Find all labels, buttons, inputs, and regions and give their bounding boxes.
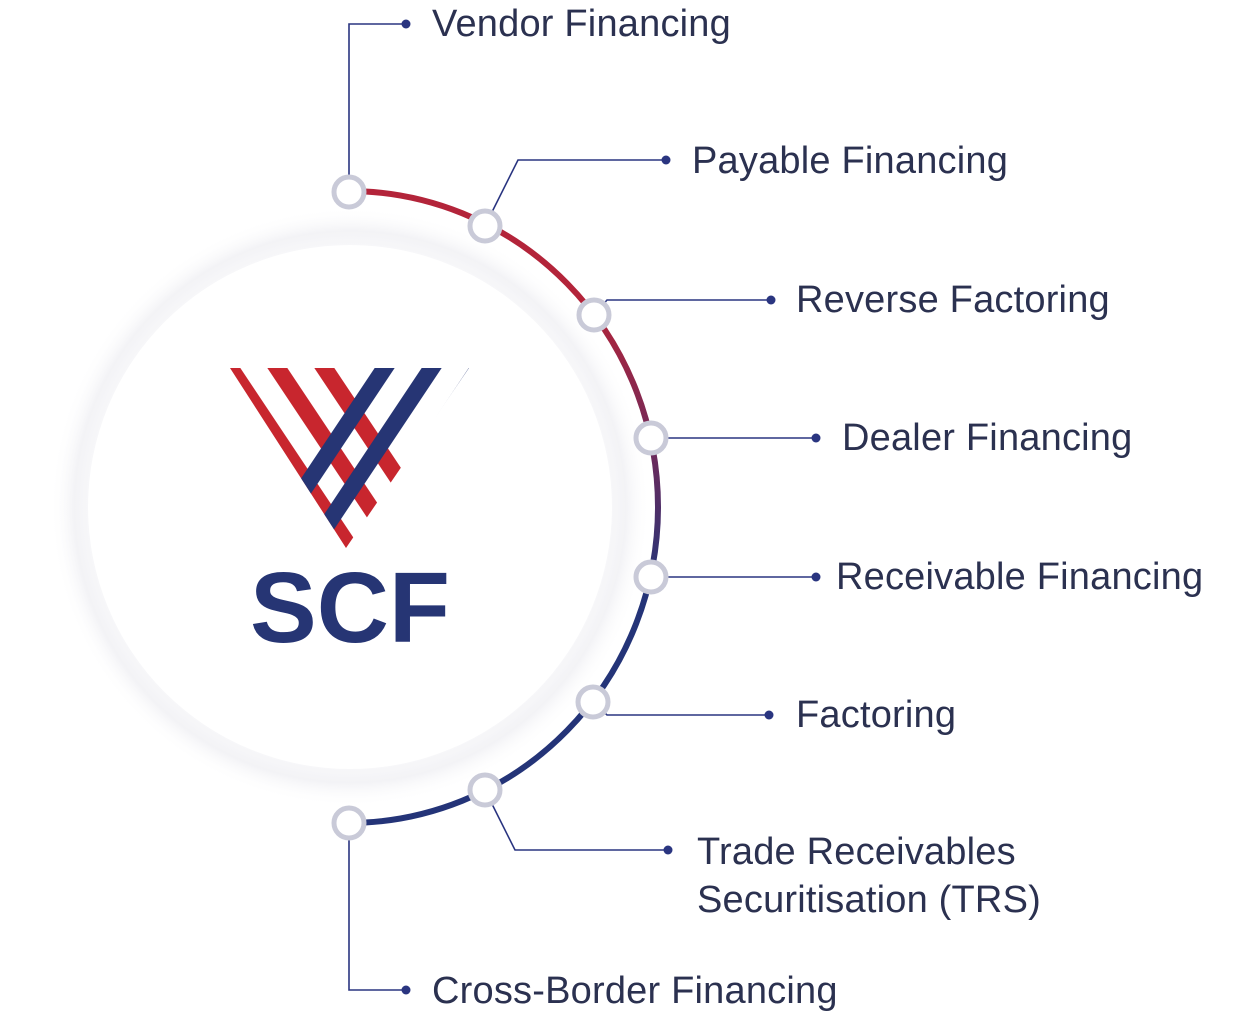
connector-dot-reverse-factoring xyxy=(766,295,776,305)
connector-lines xyxy=(348,19,821,995)
label-line: Vendor Financing xyxy=(432,3,731,45)
connector-dot-factoring xyxy=(764,710,774,720)
label-vendor-financing: Vendor Financing xyxy=(432,0,731,48)
label-line: Factoring xyxy=(796,694,957,736)
connector-dot-payable-financing xyxy=(661,155,671,165)
label-factoring: Factoring xyxy=(796,691,956,739)
node-dealer-financing xyxy=(633,420,669,456)
node-vendor-financing xyxy=(331,174,367,210)
connector-vendor-financing xyxy=(348,23,406,192)
logo-text: SCF xyxy=(250,552,450,664)
connector-dot-trade-receivables-securitisation xyxy=(663,845,673,855)
connector-factoring xyxy=(592,701,769,716)
label-line: Trade Receivables xyxy=(697,831,1016,873)
arc-nodes xyxy=(331,174,669,841)
label-line: Payable Financing xyxy=(692,140,1009,182)
connector-dot-cross-border-financing xyxy=(401,985,411,995)
node-factoring xyxy=(575,684,611,720)
node-trade-receivables-securitisation xyxy=(467,772,503,808)
label-line: Reverse Factoring xyxy=(796,279,1110,321)
node-cross-border-financing xyxy=(331,805,367,841)
label-dealer-financing: Dealer Financing xyxy=(842,414,1132,462)
connector-cross-border-financing xyxy=(348,823,406,991)
logo-disc xyxy=(88,245,612,769)
node-reverse-factoring xyxy=(576,297,612,333)
node-receivable-financing xyxy=(633,559,669,595)
label-payable-financing: Payable Financing xyxy=(692,137,1008,185)
connector-payable-financing xyxy=(484,159,666,227)
label-receivable-financing: Receivable Financing xyxy=(836,553,1203,601)
connector-reverse-factoring xyxy=(593,299,771,316)
label-line: Dealer Financing xyxy=(842,417,1133,459)
label-line: Cross-Border Financing xyxy=(432,970,838,1012)
logo-red-stripe xyxy=(262,368,412,548)
label-cross-border-financing: Cross-Border Financing xyxy=(432,967,838,1015)
node-payable-financing xyxy=(467,208,503,244)
label-line: Securitisation (TRS) xyxy=(697,879,1041,921)
logo-blue-stripe xyxy=(297,368,447,548)
connector-trade-receivables-securitisation xyxy=(484,789,668,851)
label-line: Receivable Financing xyxy=(836,556,1204,598)
connector-dot-dealer-financing xyxy=(811,433,821,443)
label-reverse-factoring: Reverse Factoring xyxy=(796,276,1110,324)
connector-dot-vendor-financing xyxy=(401,19,411,29)
connector-dot-receivable-financing xyxy=(811,572,821,582)
